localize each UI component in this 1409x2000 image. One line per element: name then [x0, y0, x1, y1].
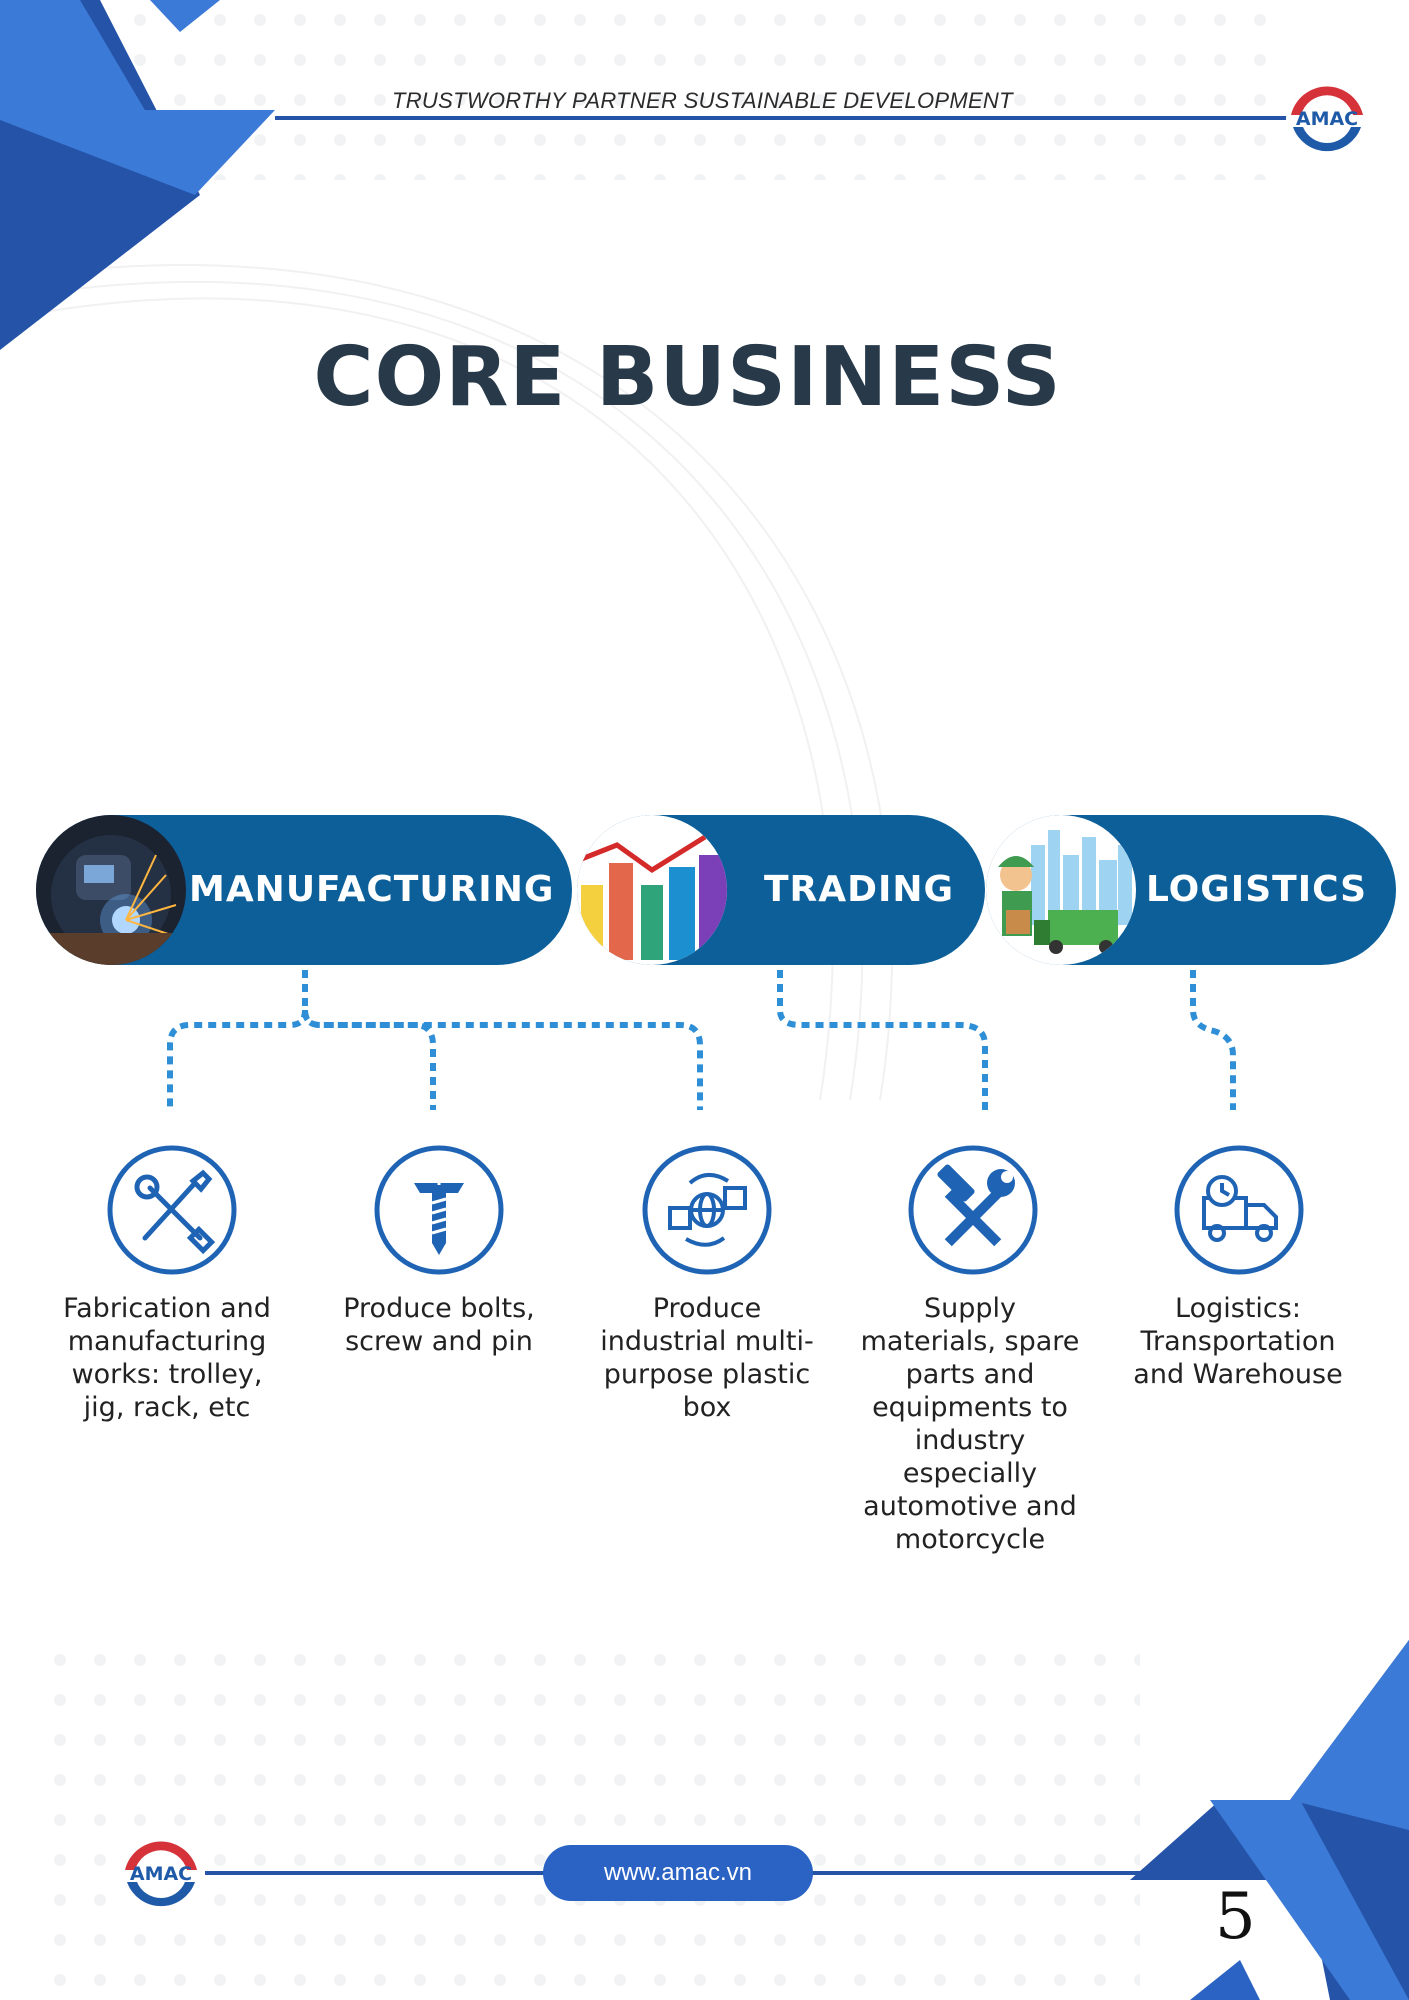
- delivery-icon: [986, 815, 1136, 965]
- service-label-supply: Supply materials, spare parts and equipm…: [860, 1293, 1080, 1555]
- footer-logo-text: AMAC: [130, 1863, 192, 1885]
- delivery-truck-icon: [1174, 1145, 1304, 1275]
- hammer-wrench-icon: [908, 1145, 1038, 1275]
- screw-icon: [374, 1145, 504, 1275]
- category-logistics: LOGISTICS: [986, 815, 1396, 965]
- global-box-icon: [642, 1145, 772, 1275]
- service-label-bolts: Produce bolts, screw and pin: [343, 1293, 535, 1357]
- category-label: LOGISTICS: [1146, 869, 1368, 910]
- bar-chart-icon: [577, 815, 727, 965]
- tools-icon: [107, 1145, 237, 1275]
- service-label-fabrication: Fabrication and manufacturing works: tro…: [63, 1293, 271, 1423]
- website-link[interactable]: www.amac.vn: [543, 1845, 813, 1901]
- service-label-logistics: Logistics: Transportation and Warehouse: [1133, 1293, 1343, 1390]
- header-logo-text: AMAC: [1296, 108, 1358, 130]
- category-label: MANUFACTURING: [189, 869, 555, 910]
- category-label: TRADING: [764, 869, 955, 910]
- welding-photo-icon: [36, 815, 186, 965]
- service-label-plastic-box: Produce industrial multi-purpose plastic…: [600, 1293, 814, 1423]
- page-title: CORE BUSINESS: [313, 330, 1062, 425]
- amac-logo-footer-icon: AMAC: [120, 1833, 202, 1915]
- category-trading: TRADING: [577, 815, 985, 965]
- page-number: 5: [1215, 1880, 1256, 1954]
- category-manufacturing: MANUFACTURING: [36, 815, 572, 965]
- amac-logo-icon: AMAC: [1286, 78, 1368, 160]
- header-tagline: TRUSTWORTHY PARTNER SUSTAINABLE DEVELOPM…: [392, 88, 1013, 113]
